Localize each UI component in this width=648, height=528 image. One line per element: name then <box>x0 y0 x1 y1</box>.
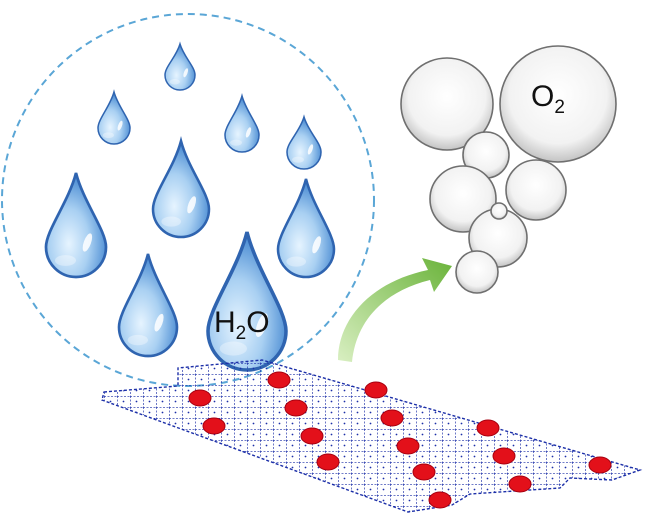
water-drop <box>286 114 322 170</box>
water-drop <box>206 231 288 372</box>
catalyst-site <box>300 427 324 445</box>
oxygen-label: O2 <box>531 80 565 118</box>
water-drop <box>164 41 196 91</box>
catalyst-site <box>188 389 212 407</box>
water-drop <box>151 135 211 239</box>
water-drop <box>97 89 131 145</box>
oxygen-bubble <box>499 45 617 163</box>
water-drop <box>276 178 336 279</box>
water-label: H2O <box>214 306 270 344</box>
catalyst-site <box>428 491 452 509</box>
catalyst-site <box>202 417 226 435</box>
catalyst-site <box>492 447 516 465</box>
oxygen-bubble <box>455 250 499 294</box>
oxygen-bubbles <box>400 45 617 294</box>
water-drop <box>117 253 179 358</box>
catalyst-site <box>380 409 404 427</box>
mesh-sheet <box>101 359 643 513</box>
catalyst-sites <box>188 371 612 509</box>
oxygen-bubble <box>400 57 494 151</box>
catalyst-site <box>284 399 308 417</box>
catalyst-site <box>316 453 340 471</box>
reaction-arrow <box>338 258 452 362</box>
catalyst-site <box>476 419 500 437</box>
water-drops <box>44 41 336 372</box>
catalyst-site <box>364 381 388 399</box>
oxygen-bubble <box>490 202 508 220</box>
water-drop <box>224 93 260 153</box>
catalyst-site <box>508 475 532 493</box>
catalyst-sheet <box>101 359 643 513</box>
catalyst-site <box>412 463 436 481</box>
catalyst-site <box>267 371 291 389</box>
catalyst-site <box>588 456 612 474</box>
oxygen-bubble <box>505 159 567 221</box>
water-drop <box>44 172 108 279</box>
catalyst-site <box>396 437 420 455</box>
